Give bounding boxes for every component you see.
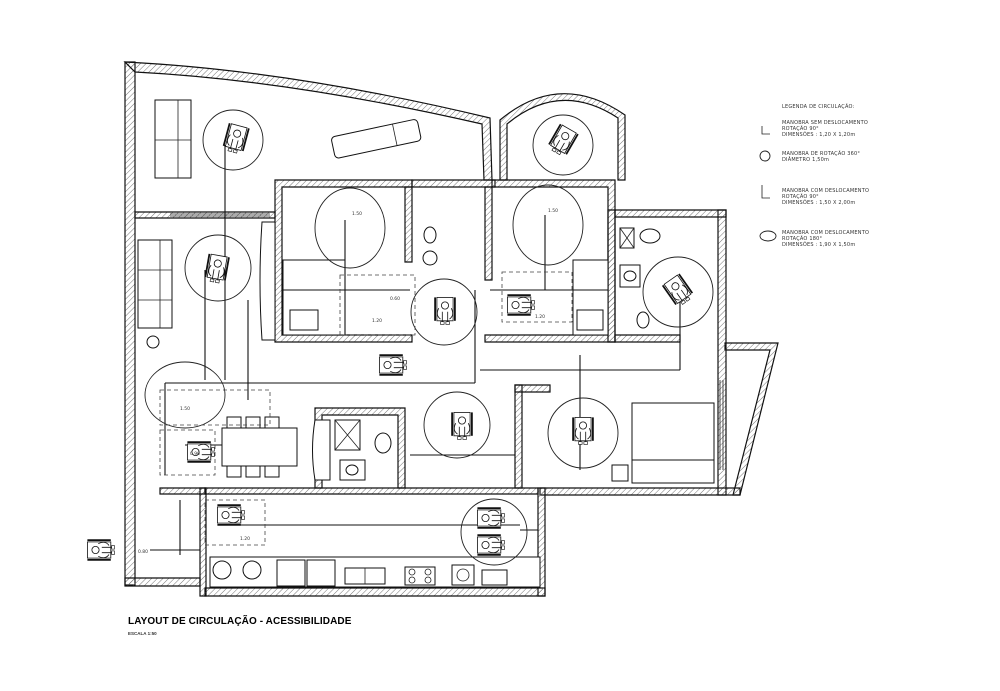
stool-1 <box>212 560 232 580</box>
wall-arch-balcony <box>499 93 626 181</box>
bidet <box>636 311 650 329</box>
legend-heading: LEGENDA DE CIRCULAÇÃO: <box>782 103 855 110</box>
dim-label: 1.20 <box>372 318 382 324</box>
svg-text:MANOBRA COM DESLOCAMENTO: MANOBRA COM DESLOCAMENTO <box>782 188 869 194</box>
svg-text:MANOBRA DE ROTAÇÃO 360°: MANOBRA DE ROTAÇÃO 360° <box>782 150 860 157</box>
dim-label: 1.20 <box>240 536 250 542</box>
toilet-2 <box>639 228 661 244</box>
wall-bottom-main <box>539 487 741 496</box>
dim-label: 1.20 <box>535 314 545 320</box>
circulation-legend: LEGENDA DE CIRCULAÇÃO: MANOBRA SEM DESLO… <box>759 103 869 248</box>
side-table <box>146 335 160 349</box>
living-sofa <box>137 239 173 329</box>
wall-service-top <box>614 209 727 218</box>
svg-text:DIMENSÕES : 1,50 X 2,00m: DIMENSÕES : 1,50 X 2,00m <box>782 199 855 206</box>
dining-table <box>221 427 298 467</box>
stove <box>404 566 436 586</box>
nightstand <box>611 464 629 482</box>
terrace-sofa <box>154 99 192 179</box>
svg-text:DIÂMETRO 1,50m: DIÂMETRO 1,50m <box>782 156 829 163</box>
wall-kitchen-entry <box>159 487 206 495</box>
wall-kitchen-top <box>204 487 539 495</box>
wall-service-mid <box>614 334 681 343</box>
wall-left <box>124 61 136 586</box>
wall-hall-bath <box>314 407 406 489</box>
wall-bed1-right <box>404 186 413 263</box>
wall-bath2 <box>607 209 616 343</box>
wall-kitchen-bottom <box>204 587 546 597</box>
wall-entry-bottom <box>124 577 201 587</box>
dim-label: 0.90 <box>190 451 200 457</box>
wall-right <box>717 209 727 496</box>
toilet-3 <box>374 432 392 454</box>
bed1-wardrobe <box>259 221 276 341</box>
plan-title: LAYOUT DE CIRCULAÇÃO - ACESSIBILIDADE <box>128 616 352 627</box>
washer <box>451 564 475 586</box>
dim-label: 0.80 <box>138 549 148 555</box>
dim-label: 1.50 <box>548 208 558 214</box>
fridge <box>276 559 306 587</box>
plan-scale: ESCALA 1:50 <box>128 631 157 636</box>
lounge-chair <box>331 119 422 159</box>
svg-text:DIMENSÕES : 1,20 X 1,20m: DIMENSÕES : 1,20 X 1,20m <box>782 131 855 138</box>
hall-wardrobe <box>312 419 331 481</box>
svg-text:DIMENSÕES : 1,90 X 1,50m: DIMENSÕES : 1,90 X 1,50m <box>782 241 855 248</box>
sink-1 <box>422 250 438 266</box>
wall-right-terrace <box>724 342 779 496</box>
wall-bath1 <box>411 179 496 188</box>
dim-label: 1.50 <box>180 406 190 412</box>
circulation-routes <box>150 145 681 555</box>
maneuver-zones <box>144 109 714 566</box>
wall-bath1-right <box>484 186 493 281</box>
svg-text:ROTAÇÃO 90°: ROTAÇÃO 90° <box>782 193 819 200</box>
dim-label: 0.60 <box>390 296 400 302</box>
microwave <box>481 569 508 586</box>
stool-2 <box>242 560 262 580</box>
wall-bed3-left <box>514 384 523 489</box>
wall-bed3-top <box>514 384 551 393</box>
dim-label: 1.50 <box>352 211 362 217</box>
svg-text:ROTAÇÃO 90°: ROTAÇÃO 90° <box>782 125 819 132</box>
svg-text:MANOBRA COM DESLOCAMENTO: MANOBRA COM DESLOCAMENTO <box>782 230 869 236</box>
svg-text:ROTAÇÃO 180°: ROTAÇÃO 180° <box>782 235 823 242</box>
wall-living-top <box>134 211 276 219</box>
svg-text:MANOBRA SEM DESLOCAMENTO: MANOBRA SEM DESLOCAMENTO <box>782 120 868 126</box>
toilet-1 <box>423 226 437 244</box>
